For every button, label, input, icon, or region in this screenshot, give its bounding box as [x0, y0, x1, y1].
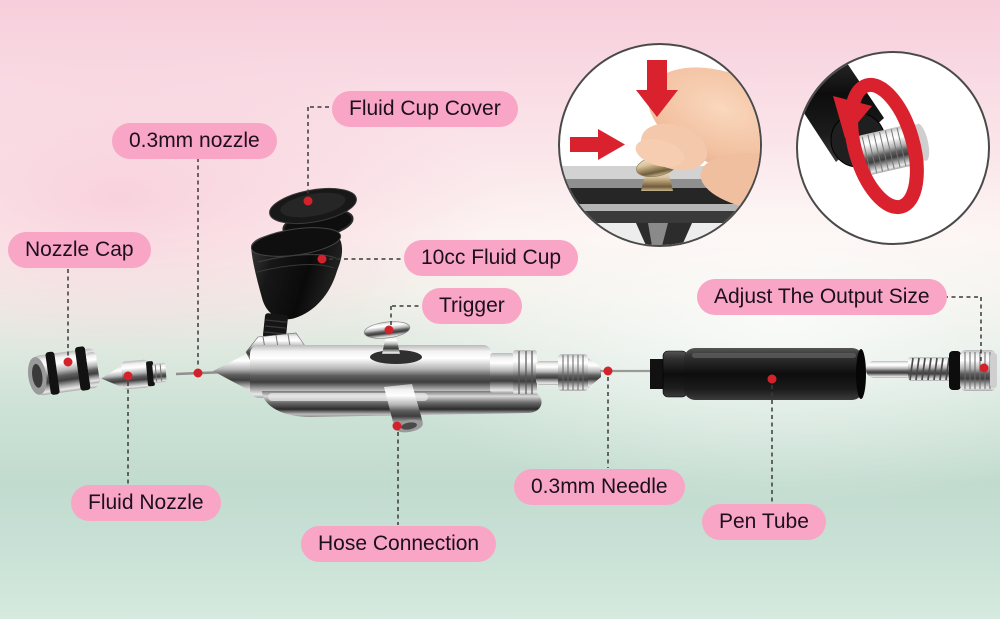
label-pen-tube: Pen Tube [702, 504, 826, 540]
airbrush-body [213, 332, 542, 417]
spring-part [908, 357, 952, 381]
fluid-cup-part [250, 227, 343, 340]
needle-chuck-part [536, 354, 601, 391]
hose-connector-part [384, 384, 423, 433]
label-nozzle-cap: Nozzle Cap [8, 232, 151, 268]
down-arrow-icon [636, 60, 678, 117]
label-hose-connection: Hose Connection [301, 526, 497, 562]
finger [635, 67, 760, 212]
label-trigger: Trigger [422, 288, 522, 324]
inset-rotate-knob [796, 51, 990, 245]
connector-lines [67, 106, 982, 525]
connector-dots [63, 196, 989, 431]
pen-tube-part [650, 348, 866, 400]
label-needle-03mm: 0.3mm Needle [514, 469, 685, 505]
adjust-knob-part [960, 350, 997, 391]
label-fluid-nozzle: Fluid Nozzle [71, 485, 221, 521]
rear-rod-part [866, 361, 914, 378]
nozzle-cap-part [27, 346, 100, 396]
washer-part [949, 351, 961, 390]
label-fluid-cup-10cc: 10cc Fluid Cup [404, 240, 579, 276]
inset-press-trigger [558, 43, 762, 247]
label-nozzle-03mm: 0.3mm nozzle [112, 123, 277, 159]
rotate-arrow-icon [833, 77, 924, 215]
right-arrow-icon [570, 129, 625, 160]
fluid-nozzle-part [101, 359, 167, 390]
label-fluid-cup-cover: Fluid Cup Cover [332, 91, 518, 127]
label-adjust-output-size: Adjust The Output Size [697, 279, 947, 315]
